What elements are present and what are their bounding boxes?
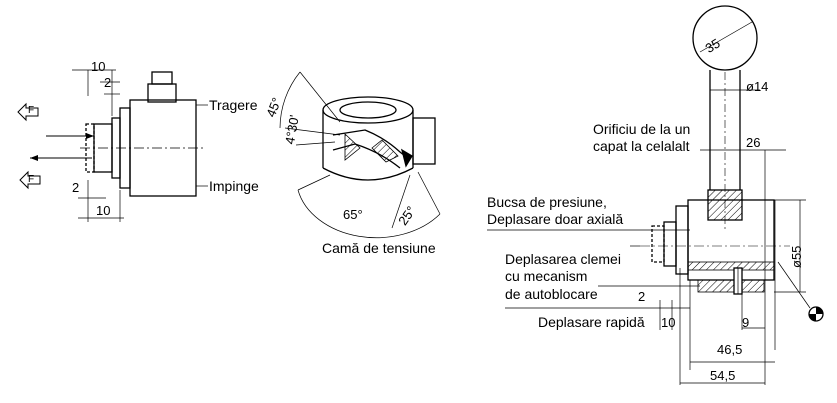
dim-54-5: 54,5 [710, 368, 736, 383]
orifice-label-1: Orificiu de la un [593, 121, 691, 137]
right-section-view [487, 5, 824, 385]
force-down-icon [19, 170, 41, 190]
dim-10-bottom: 10 [96, 203, 111, 218]
ball-knob [692, 5, 758, 71]
rapid-label: Deplasare rapidă [538, 314, 645, 330]
force-up-icon [17, 102, 39, 122]
cam-caption: Camă de tensiune [322, 240, 436, 256]
dim-46-5: 46,5 [717, 342, 743, 357]
force-symbol-top: F [28, 105, 35, 116]
bush-label-1: Bucsa de presiune, [487, 194, 607, 210]
dim-10-right: 10 [661, 315, 676, 330]
clamp-label-3: de autoblocare [505, 286, 598, 302]
orifice-label-2: capat la celalalt [593, 138, 690, 154]
label-pull: Tragere [209, 97, 258, 113]
dim-2-right: 2 [638, 289, 646, 304]
dim-top-10: 10 [91, 59, 106, 74]
force-symbol-bottom: F [28, 174, 35, 185]
dim-55: ø55 [789, 245, 804, 268]
dim-2-top: 2 [104, 75, 112, 90]
dim-2-bottom: 2 [72, 180, 80, 195]
angle-65: 65° [343, 207, 363, 222]
left-side-view [17, 69, 208, 222]
clamp-label-2: cu mecanism [505, 268, 588, 284]
cam-view [279, 71, 441, 239]
clamp-label-1: Deplasarea clemei [505, 251, 621, 267]
dim-14: ø14 [746, 79, 769, 94]
bush-label-2: Deplasare doar axială [487, 211, 624, 227]
dim-9: 9 [742, 315, 750, 330]
dim-26: 26 [746, 135, 761, 150]
label-push: Impinge [209, 178, 259, 194]
